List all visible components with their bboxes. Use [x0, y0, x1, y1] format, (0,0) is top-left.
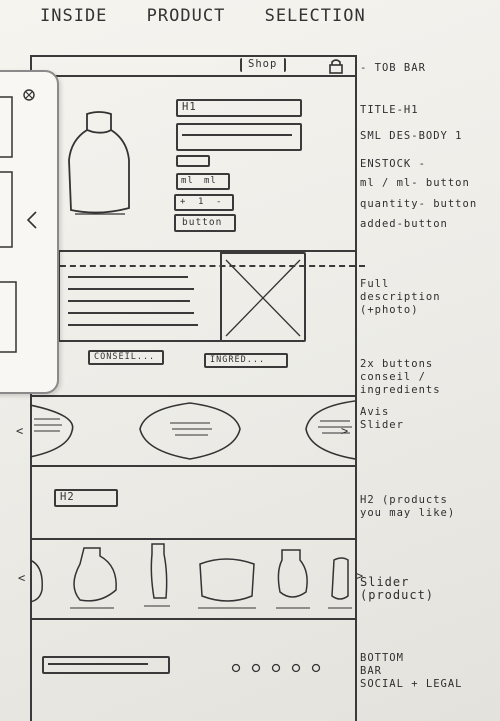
annotation-body: SML DES-BODY 1 [360, 130, 463, 142]
ml-selector[interactable]: ml ml [176, 173, 230, 190]
photo-placeholder-cross [225, 259, 301, 337]
description-line [68, 300, 190, 302]
reviews-prev-arrow[interactable]: < [16, 424, 25, 438]
quantity-plus[interactable]: + [180, 197, 187, 207]
top-bar-top-border [30, 55, 355, 57]
side-menu-sketch [0, 96, 37, 353]
annotation-two-buttons: 2x buttons conseil / ingredients [360, 358, 441, 396]
description-line [68, 312, 194, 314]
annotation-top-bar: - TOB BAR [360, 62, 426, 74]
title-word-inside: INSIDE [40, 6, 108, 26]
top-bar-bottom-border [30, 75, 355, 77]
description-line [68, 324, 198, 326]
ml-option-1[interactable]: ml [181, 176, 194, 186]
annotation-slider: Slider (product) [360, 575, 435, 602]
quantity-stepper[interactable]: + 1 - [174, 194, 234, 211]
title-word-selection: SELECTION [264, 6, 366, 26]
annotation-ml-button: ml / ml- button [360, 177, 470, 189]
add-to-cart-button[interactable]: button [174, 214, 236, 232]
product-title-label: H1 [182, 101, 197, 113]
side-menu-overlay-note [0, 70, 59, 394]
description-photo-placeholder [220, 252, 306, 342]
product-slider[interactable] [30, 540, 355, 618]
bottom-bar-input-line [48, 663, 148, 665]
description-line [68, 288, 194, 290]
product-bottle-image [68, 111, 130, 215]
quantity-value: 1 [198, 197, 205, 207]
stock-indicator [176, 155, 210, 167]
shop-link-label: Shop [248, 58, 278, 70]
h2-heading-field: H2 [54, 489, 118, 507]
annotation-bottom-bar: BOTTOM BAR SOCIAL + LEGAL [360, 652, 463, 690]
close-icon[interactable] [22, 88, 36, 102]
ml-option-2[interactable]: ml [204, 176, 217, 186]
social-icons-row[interactable] [230, 662, 330, 674]
reviews-section-bottom [30, 465, 355, 467]
dashed-guide-line [40, 265, 365, 267]
ingredients-button[interactable]: INGRED... [204, 353, 288, 368]
annotation-h2: H2 (products you may like) [360, 494, 456, 519]
description-line [68, 276, 188, 278]
annotation-title: TITLE-H1 [360, 104, 419, 116]
page-title: INSIDE PRODUCT SELECTION [40, 6, 394, 26]
bottom-bar-input[interactable] [42, 656, 170, 674]
quantity-minus[interactable]: - [216, 197, 223, 207]
products-section-top [30, 538, 355, 540]
add-to-cart-label: button [182, 217, 223, 228]
full-description-box [58, 250, 222, 342]
title-word-product: PRODUCT [146, 6, 226, 26]
conseil-button-label: CONSEIL... [94, 352, 156, 362]
reviews-next-arrow[interactable]: > [341, 424, 350, 438]
annotation-full-description: Full description (+photo) [360, 278, 441, 316]
annotation-add-button: added-button [360, 218, 448, 230]
products-section-bottom [30, 618, 355, 620]
products-next-arrow[interactable]: > [356, 569, 365, 583]
reviews-slider[interactable] [30, 395, 355, 467]
annotation-reviews: Avis Slider [360, 406, 404, 431]
lock-icon[interactable] [328, 58, 344, 74]
h2-heading-label: H2 [60, 491, 75, 503]
annotation-quantity-button: quantity- button [360, 198, 478, 210]
conseil-button[interactable]: CONSEIL... [88, 350, 164, 365]
product-title-field: H1 [176, 99, 302, 117]
ingredients-button-label: INGRED... [210, 355, 266, 365]
annotation-stock: ENSTOCK - [360, 158, 426, 170]
reviews-section-top [30, 395, 355, 397]
products-prev-arrow[interactable]: < [18, 571, 27, 585]
description-line [182, 134, 292, 136]
short-description-box [176, 123, 302, 151]
shop-link-box[interactable]: Shop [240, 58, 286, 72]
